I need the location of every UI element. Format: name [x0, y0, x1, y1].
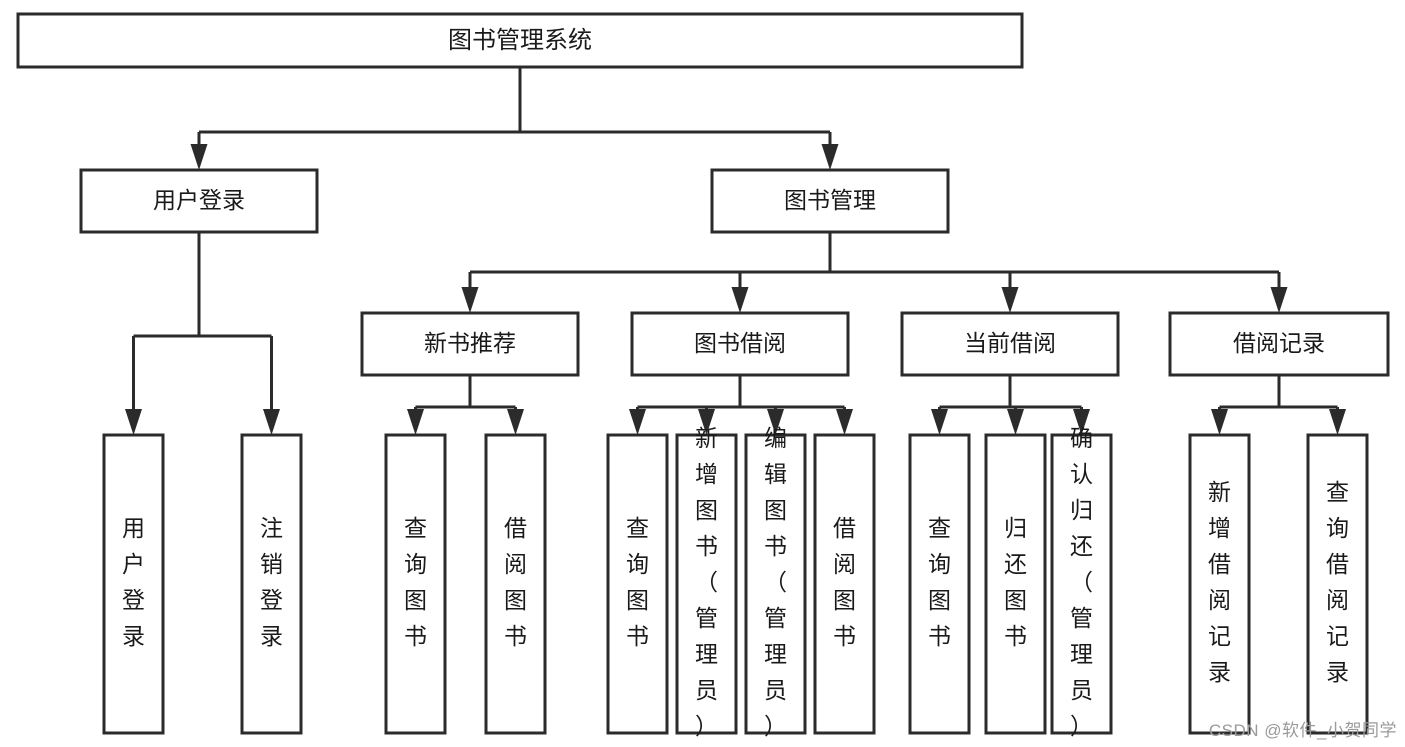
node-label: 新增图书（管理员）	[695, 425, 718, 739]
node-leaf-query-book-2[interactable]: 查询图书	[606, 433, 669, 735]
node-user-login[interactable]: 用户登录	[79, 168, 319, 234]
node-leaf-query-book-3[interactable]: 查询图书	[908, 433, 971, 735]
node-leaf-edit-book[interactable]: 编辑图书（管理员）	[744, 425, 807, 739]
node-label: 当前借阅	[964, 330, 1056, 356]
node-layer: 图书管理系统用户登录图书管理新书推荐图书借阅当前借阅借阅记录用户登录注销登录查询…	[16, 12, 1390, 739]
node-borrow-record[interactable]: 借阅记录	[1168, 311, 1390, 377]
node-box[interactable]	[606, 433, 669, 735]
arrow-head-icon	[125, 409, 142, 435]
node-box[interactable]	[984, 433, 1047, 735]
arrow-head-icon	[407, 409, 424, 435]
arrow-head-icon	[1270, 287, 1288, 313]
node-label: 借阅图书	[504, 515, 527, 649]
node-box[interactable]	[384, 433, 447, 735]
node-label: 新增借阅记录	[1208, 479, 1231, 685]
arrow-head-icon	[263, 409, 280, 435]
node-box[interactable]	[102, 433, 165, 735]
node-label: 图书管理	[784, 187, 876, 213]
node-label: 借阅图书	[833, 515, 856, 649]
node-label: 新书推荐	[424, 330, 516, 356]
node-box[interactable]	[813, 433, 876, 735]
node-leaf-confirm-return[interactable]: 确认归还（管理员）	[1050, 425, 1113, 739]
node-new-book-rec[interactable]: 新书推荐	[360, 311, 580, 377]
node-leaf-query-book-1[interactable]: 查询图书	[384, 433, 447, 735]
arrow-head-icon	[461, 287, 479, 313]
node-label: 用户登录	[122, 515, 145, 649]
node-label: 查询图书	[626, 515, 649, 649]
node-box[interactable]	[710, 168, 950, 234]
node-box[interactable]	[360, 311, 580, 377]
node-box[interactable]	[908, 433, 971, 735]
node-label: 图书借阅	[694, 330, 786, 356]
node-label: 借阅记录	[1233, 330, 1325, 356]
node-leaf-borrow-book-2[interactable]: 借阅图书	[813, 433, 876, 735]
arrow-head-icon	[931, 409, 948, 435]
node-box[interactable]	[1306, 433, 1369, 735]
arrow-head-icon	[1001, 287, 1019, 313]
node-leaf-return-book[interactable]: 归还图书	[984, 433, 1047, 735]
node-label: 确认归还（管理员）	[1070, 425, 1093, 739]
node-box[interactable]	[484, 433, 547, 735]
arrow-head-icon	[1211, 409, 1228, 435]
node-box[interactable]	[16, 12, 1024, 69]
node-leaf-add-record[interactable]: 新增借阅记录	[1188, 433, 1251, 735]
arrow-head-icon	[1329, 409, 1346, 435]
node-label: 编辑图书（管理员）	[764, 425, 787, 739]
node-book-manage[interactable]: 图书管理	[710, 168, 950, 234]
node-box[interactable]	[675, 433, 738, 735]
node-label: 注销登录	[260, 515, 283, 649]
arrow-head-icon	[731, 287, 749, 313]
node-leaf-borrow-book-1[interactable]: 借阅图书	[484, 433, 547, 735]
node-box[interactable]	[79, 168, 319, 234]
node-label: 图书管理系统	[448, 27, 592, 54]
node-leaf-user-logout[interactable]: 注销登录	[240, 433, 303, 735]
node-current-borrow[interactable]: 当前借阅	[900, 311, 1120, 377]
arrow-head-icon	[767, 409, 784, 435]
arrow-head-icon	[507, 409, 524, 435]
node-box[interactable]	[1188, 433, 1251, 735]
node-label: 归还图书	[1004, 515, 1027, 649]
arrow-head-icon	[836, 409, 853, 435]
node-leaf-add-book[interactable]: 新增图书（管理员）	[675, 425, 738, 739]
node-box[interactable]	[240, 433, 303, 735]
arrow-head-icon	[190, 144, 208, 170]
node-label: 查询借阅记录	[1326, 479, 1349, 685]
node-leaf-query-record[interactable]: 查询借阅记录	[1306, 433, 1369, 735]
arrow-head-icon	[698, 409, 715, 435]
node-root-system[interactable]: 图书管理系统	[16, 12, 1024, 69]
node-label: 用户登录	[153, 187, 245, 213]
node-box[interactable]	[630, 311, 850, 377]
node-label: 查询图书	[404, 515, 427, 649]
node-box[interactable]	[900, 311, 1120, 377]
node-label: 查询图书	[928, 515, 951, 649]
node-box[interactable]	[744, 433, 807, 735]
node-box[interactable]	[1050, 433, 1113, 735]
node-box[interactable]	[1168, 311, 1390, 377]
arrow-head-icon	[629, 409, 646, 435]
connector-layer	[125, 67, 1346, 435]
arrow-head-icon	[821, 144, 839, 170]
node-leaf-user-login[interactable]: 用户登录	[102, 433, 165, 735]
arrow-head-icon	[1073, 409, 1090, 435]
node-book-borrow[interactable]: 图书借阅	[630, 311, 850, 377]
arrow-head-icon	[1007, 409, 1024, 435]
